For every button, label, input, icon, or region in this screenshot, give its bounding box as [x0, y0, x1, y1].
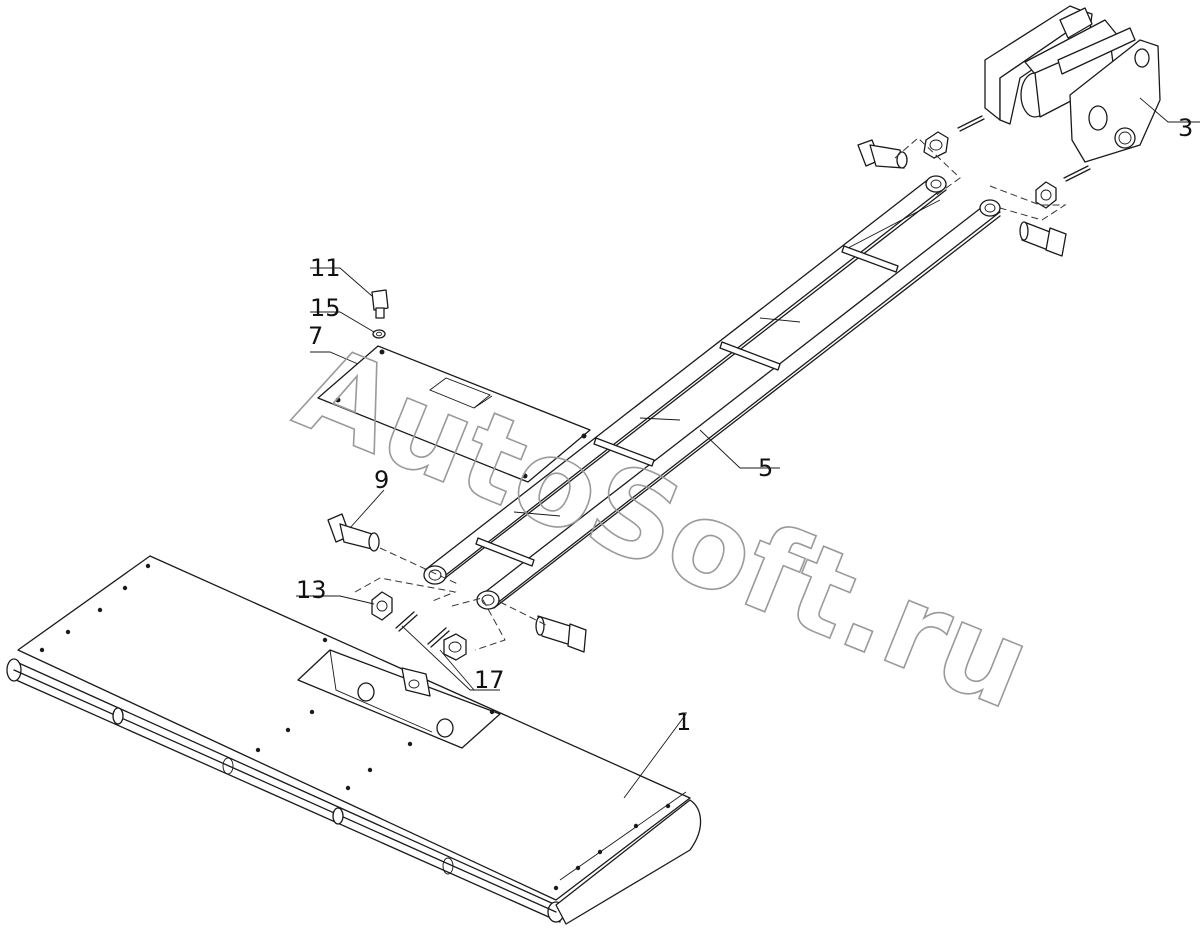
castle-nut-13: [371, 591, 393, 621]
callout-7: 7: [308, 322, 323, 350]
cotter-pins-17: [395, 611, 450, 648]
upper-bolt-left: [857, 139, 908, 169]
leader-lines: [296, 97, 1200, 799]
push-frame: [423, 175, 1001, 610]
bracket-cotter-pins: [957, 115, 1091, 182]
callout-11: 11: [310, 254, 341, 282]
upper-bolt-right: [1019, 221, 1067, 257]
callout-3: 3: [1178, 114, 1193, 142]
upper-nut-left: [923, 131, 949, 159]
pin-9: [327, 513, 380, 552]
callout-labels: 3 5 1 11 15 7 9 13 17: [296, 114, 1193, 736]
lower-nut-right: [443, 633, 467, 661]
cover-plate: [317, 289, 591, 483]
hitch-bracket: [984, 5, 1161, 163]
callout-15: 15: [310, 294, 341, 322]
callout-17: 17: [474, 666, 505, 694]
lower-bolt-right: [535, 615, 587, 653]
upper-nut-right: [1035, 181, 1057, 209]
blade: [6, 555, 702, 925]
callout-13: 13: [296, 576, 327, 604]
blade-bolt-holes: [39, 563, 671, 891]
callout-5: 5: [758, 454, 773, 482]
callout-1: 1: [676, 708, 691, 736]
callout-9: 9: [374, 466, 389, 494]
